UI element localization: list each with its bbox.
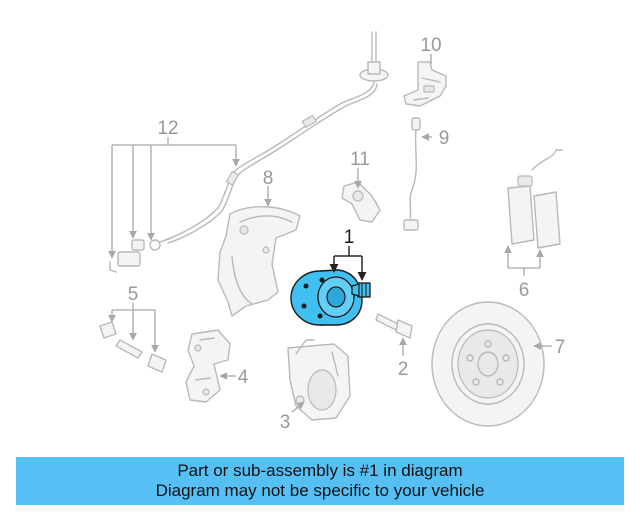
callout-6: 6 xyxy=(519,280,530,301)
callout-4: 4 xyxy=(238,367,249,388)
callout-7: 7 xyxy=(555,337,566,358)
part-7-brake-rotor xyxy=(431,301,552,427)
part-12-abs-sensor-harness xyxy=(108,31,389,273)
banner-line-2: Diagram may not be specific to your vehi… xyxy=(155,481,485,500)
part-1-wheel-hub xyxy=(290,246,371,326)
banner-line-1: Part or sub-assembly is #1 in diagram xyxy=(177,461,463,480)
callout-2: 2 xyxy=(398,359,409,380)
part-3-caliper xyxy=(287,339,351,421)
part-11-speed-sensor xyxy=(341,168,381,223)
callout-9: 9 xyxy=(439,128,450,149)
callout-12: 12 xyxy=(157,118,178,139)
part-5-guide-pins xyxy=(99,303,167,373)
callout-8: 8 xyxy=(263,168,274,189)
callout-10: 10 xyxy=(420,35,441,56)
info-banner: Part or sub-assembly is #1 in diagram Di… xyxy=(16,457,624,505)
part-4-caliper-bracket xyxy=(185,329,236,403)
part-2-caliper-bolt xyxy=(375,313,413,356)
part-9-wear-sensor xyxy=(403,117,432,231)
part-10-bracket xyxy=(403,54,447,107)
part-6-brake-pads xyxy=(504,149,563,276)
callout-3: 3 xyxy=(280,412,291,433)
part-8-splash-shield xyxy=(217,186,301,317)
callout-5: 5 xyxy=(128,284,139,305)
callout-11: 11 xyxy=(350,149,370,170)
exploded-parts-diagram: 1 2 3 4 5 6 7 8 9 10 11 12 xyxy=(99,31,566,433)
callout-1: 1 xyxy=(344,227,355,248)
